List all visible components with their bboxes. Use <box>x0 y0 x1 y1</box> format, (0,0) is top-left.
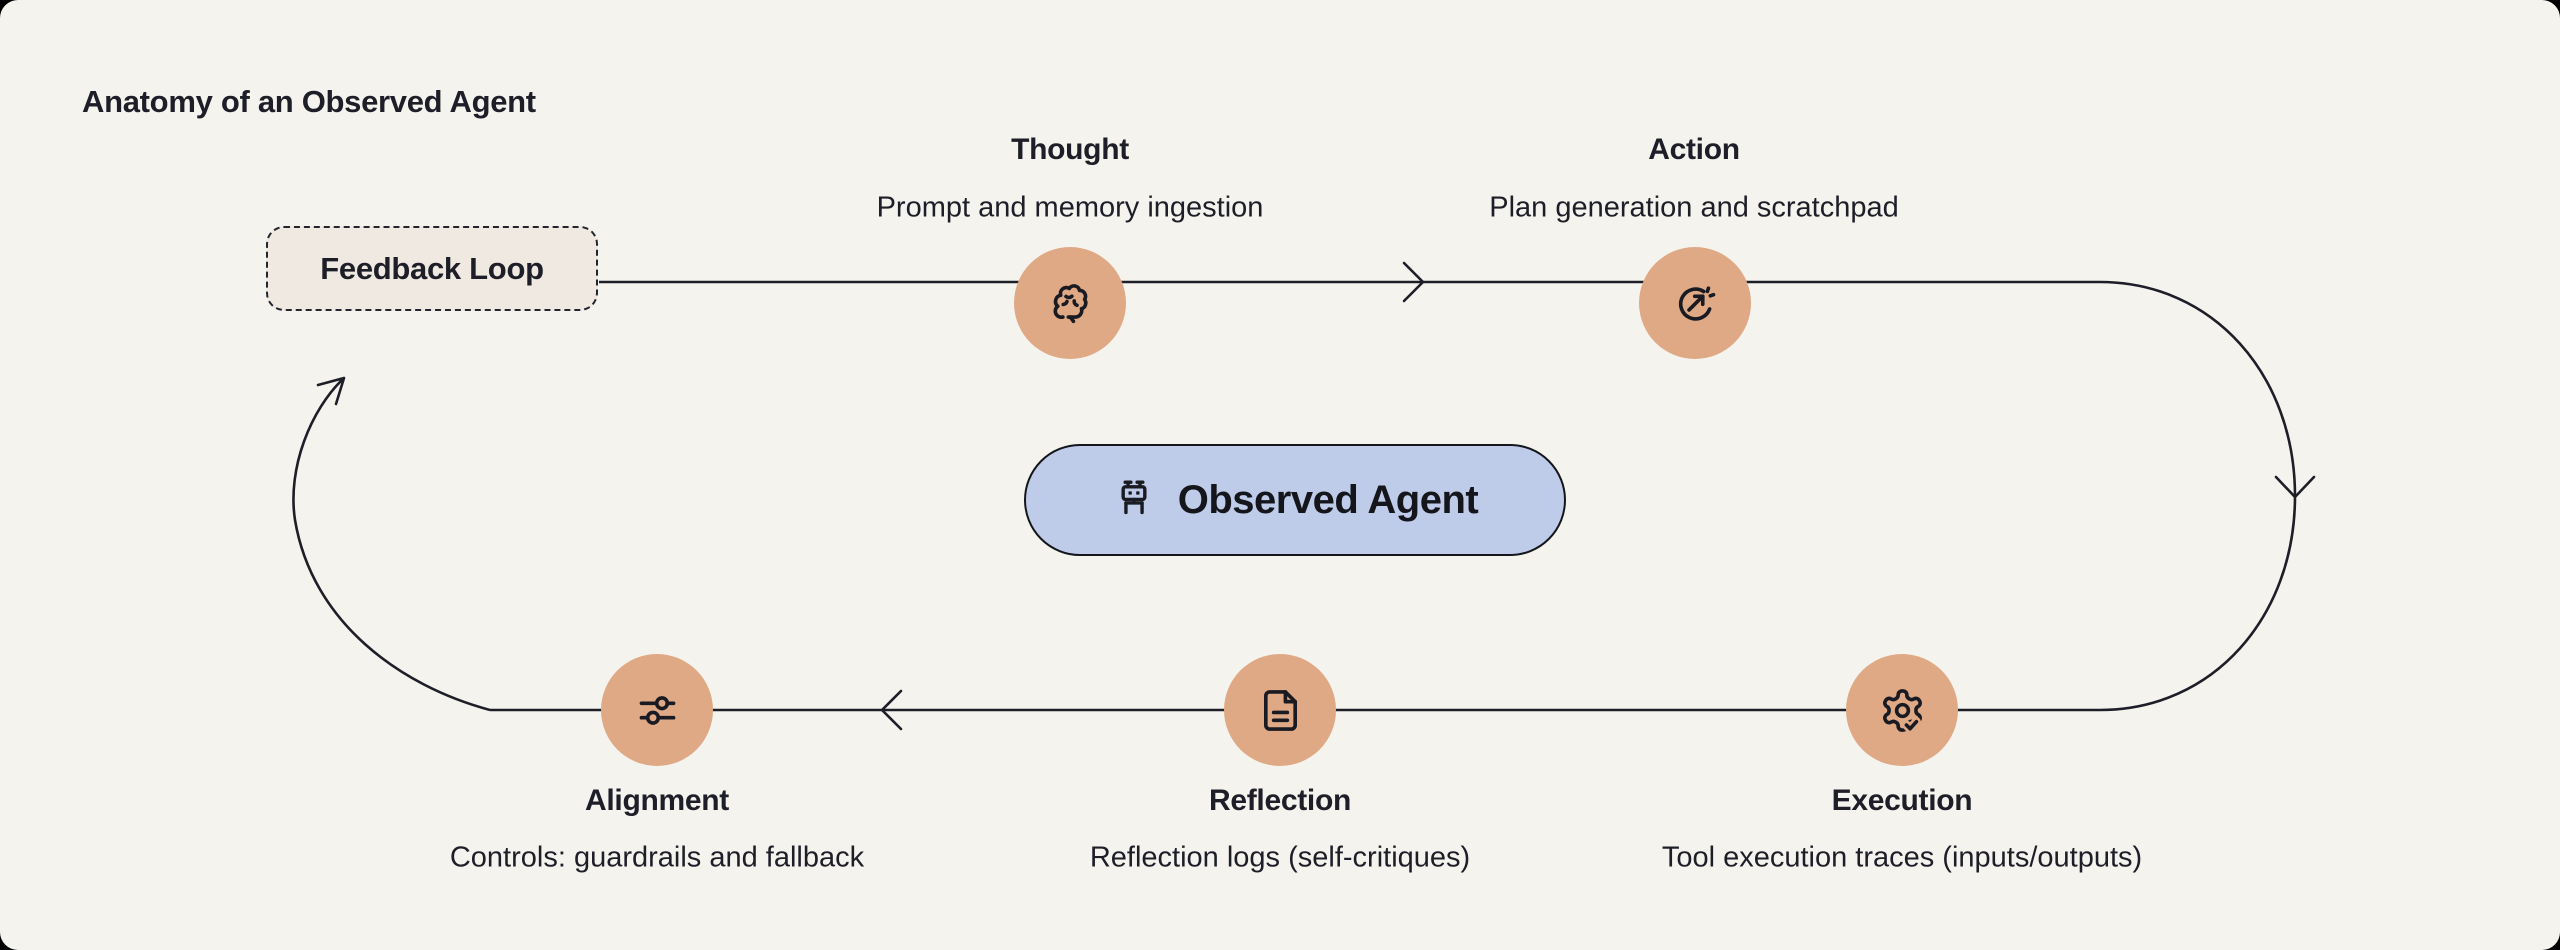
arrowhead-down-icon <box>2274 475 2316 499</box>
document-icon <box>1263 689 1297 731</box>
execution-title: Execution <box>1831 784 1973 817</box>
execution-subtitle: Tool execution traces (inputs/outputs) <box>1661 841 2143 874</box>
connector-left-curve <box>292 377 491 712</box>
observed-agent-label: Observed Agent <box>1177 477 1479 522</box>
action-title: Action <box>1648 133 1740 166</box>
sliders-icon <box>639 695 675 725</box>
alignment-node <box>601 654 713 766</box>
thought-subtitle: Prompt and memory ingestion <box>876 191 1264 224</box>
feedback-loop-label: Feedback Loop <box>320 250 544 286</box>
thought-node <box>1014 247 1126 359</box>
arrowhead-right-icon <box>1402 261 1425 303</box>
action-subtitle: Plan generation and scratchpad <box>1489 191 1899 224</box>
reflection-subtitle: Reflection logs (self-critiques) <box>1089 841 1471 874</box>
launch-arrow-icon <box>1678 285 1715 321</box>
alignment-subtitle: Controls: guardrails and fallback <box>449 841 865 874</box>
gear-check-icon <box>1882 688 1922 733</box>
action-node <box>1639 247 1751 359</box>
observed-agent-node: Observed Agent <box>1024 444 1566 556</box>
arrowhead-left-icon <box>880 689 903 731</box>
page-title: Anatomy of an Observed Agent <box>82 84 536 119</box>
thought-title: Thought <box>1011 133 1129 166</box>
execution-node <box>1846 654 1958 766</box>
reflection-title: Reflection <box>1208 784 1352 817</box>
robot-icon <box>1121 480 1147 515</box>
brain-icon <box>1053 283 1088 323</box>
reflection-node <box>1224 654 1336 766</box>
feedback-loop-node: Feedback Loop <box>266 226 598 311</box>
arrowhead-up-right-icon <box>316 376 346 406</box>
connector-right-curve <box>2099 280 2297 712</box>
alignment-title: Alignment <box>585 784 729 817</box>
